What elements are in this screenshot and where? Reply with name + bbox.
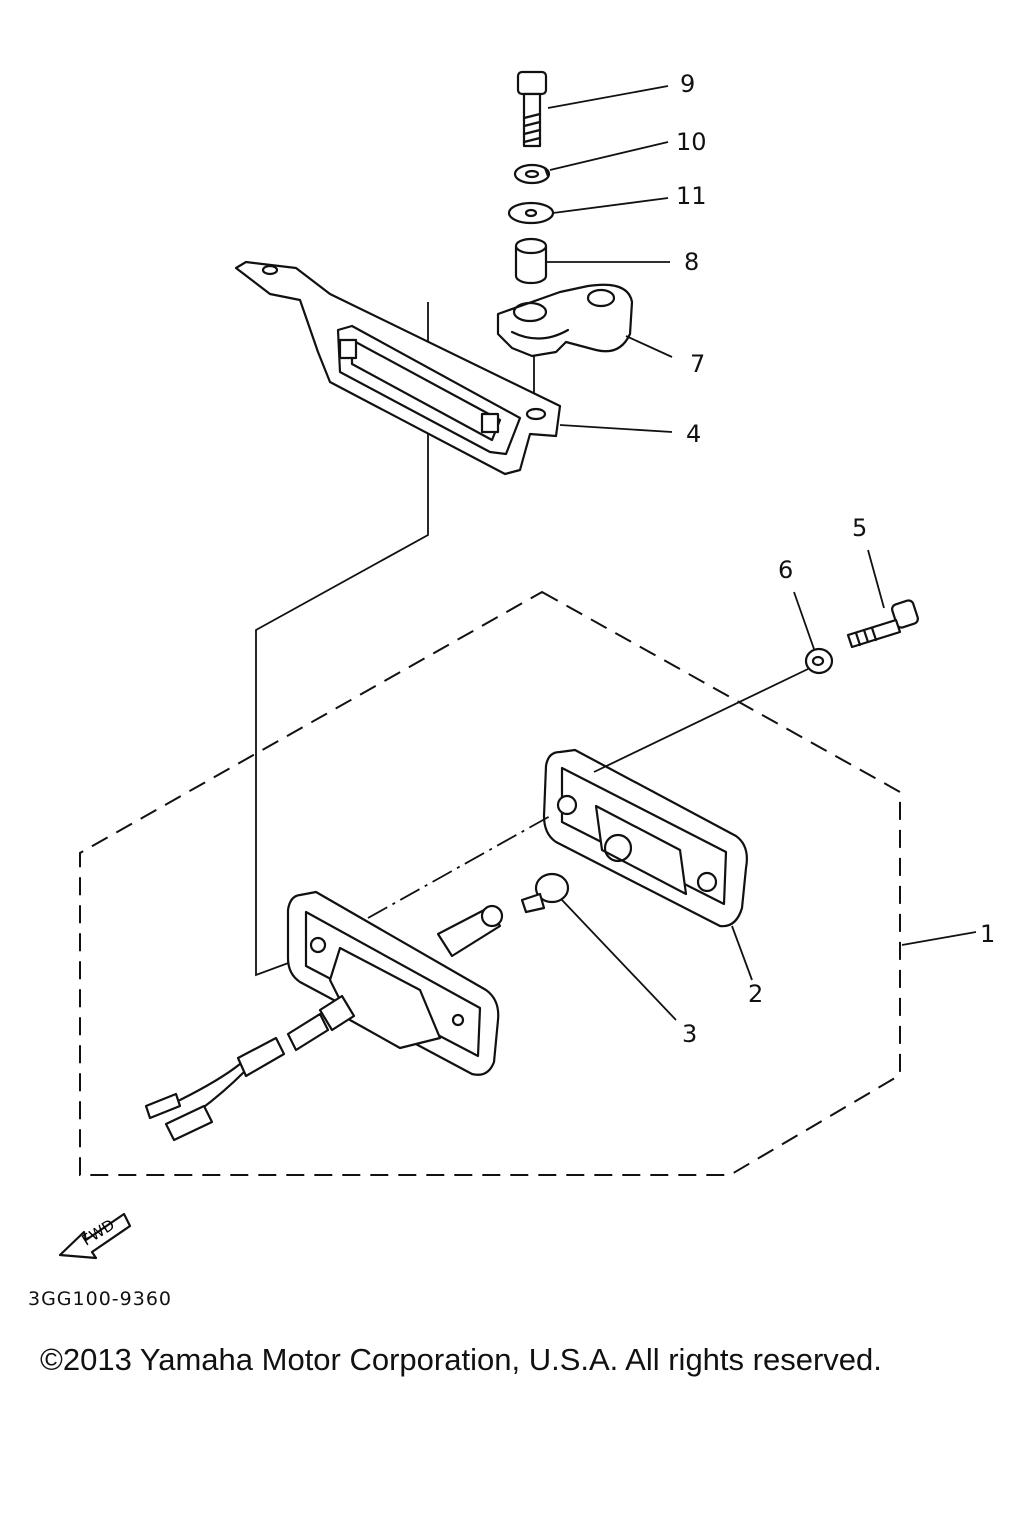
diagram-code: 3GG100-9360 (28, 1288, 173, 1310)
callout-4: 4 (686, 420, 701, 448)
leader-11 (552, 197, 669, 214)
leader-9 (547, 85, 669, 109)
lock-washer-part-10 (513, 163, 551, 185)
callout-11: 11 (676, 182, 707, 210)
callout-1: 1 (980, 920, 995, 948)
callout-3: 3 (682, 1020, 697, 1048)
leader-7 (625, 335, 673, 358)
leader-4 (559, 424, 673, 433)
fwd-arrow-icon: FWD (58, 1212, 132, 1260)
bolt-part-9 (516, 70, 548, 148)
screw-part-5 (846, 599, 919, 649)
washer-part-6 (804, 647, 834, 675)
leader-1 (901, 931, 977, 946)
collar-part-8 (514, 237, 548, 285)
leader-10 (549, 141, 669, 171)
flat-washer-part-11 (507, 201, 555, 225)
bulb-part-3 (520, 872, 570, 914)
assembly-outline (79, 590, 901, 1176)
callout-8: 8 (684, 248, 699, 276)
lens-part-2 (542, 748, 748, 928)
callout-9: 9 (680, 70, 695, 98)
callout-5: 5 (852, 514, 867, 542)
leader-2 (731, 925, 753, 981)
leader-5 (867, 549, 885, 609)
callout-7: 7 (690, 350, 705, 378)
leader-3 (561, 899, 677, 1021)
callout-10: 10 (676, 128, 707, 156)
screw-axis-line (593, 668, 809, 773)
bracket-link-line (255, 302, 429, 977)
callout-6: 6 (778, 556, 793, 584)
copyright-notice: ©2013 Yamaha Motor Corporation, U.S.A. A… (40, 1342, 882, 1377)
callout-2: 2 (748, 980, 763, 1008)
leader-6 (793, 591, 815, 650)
bracket-part-4 (234, 260, 562, 476)
lamp-housing (144, 890, 504, 1142)
